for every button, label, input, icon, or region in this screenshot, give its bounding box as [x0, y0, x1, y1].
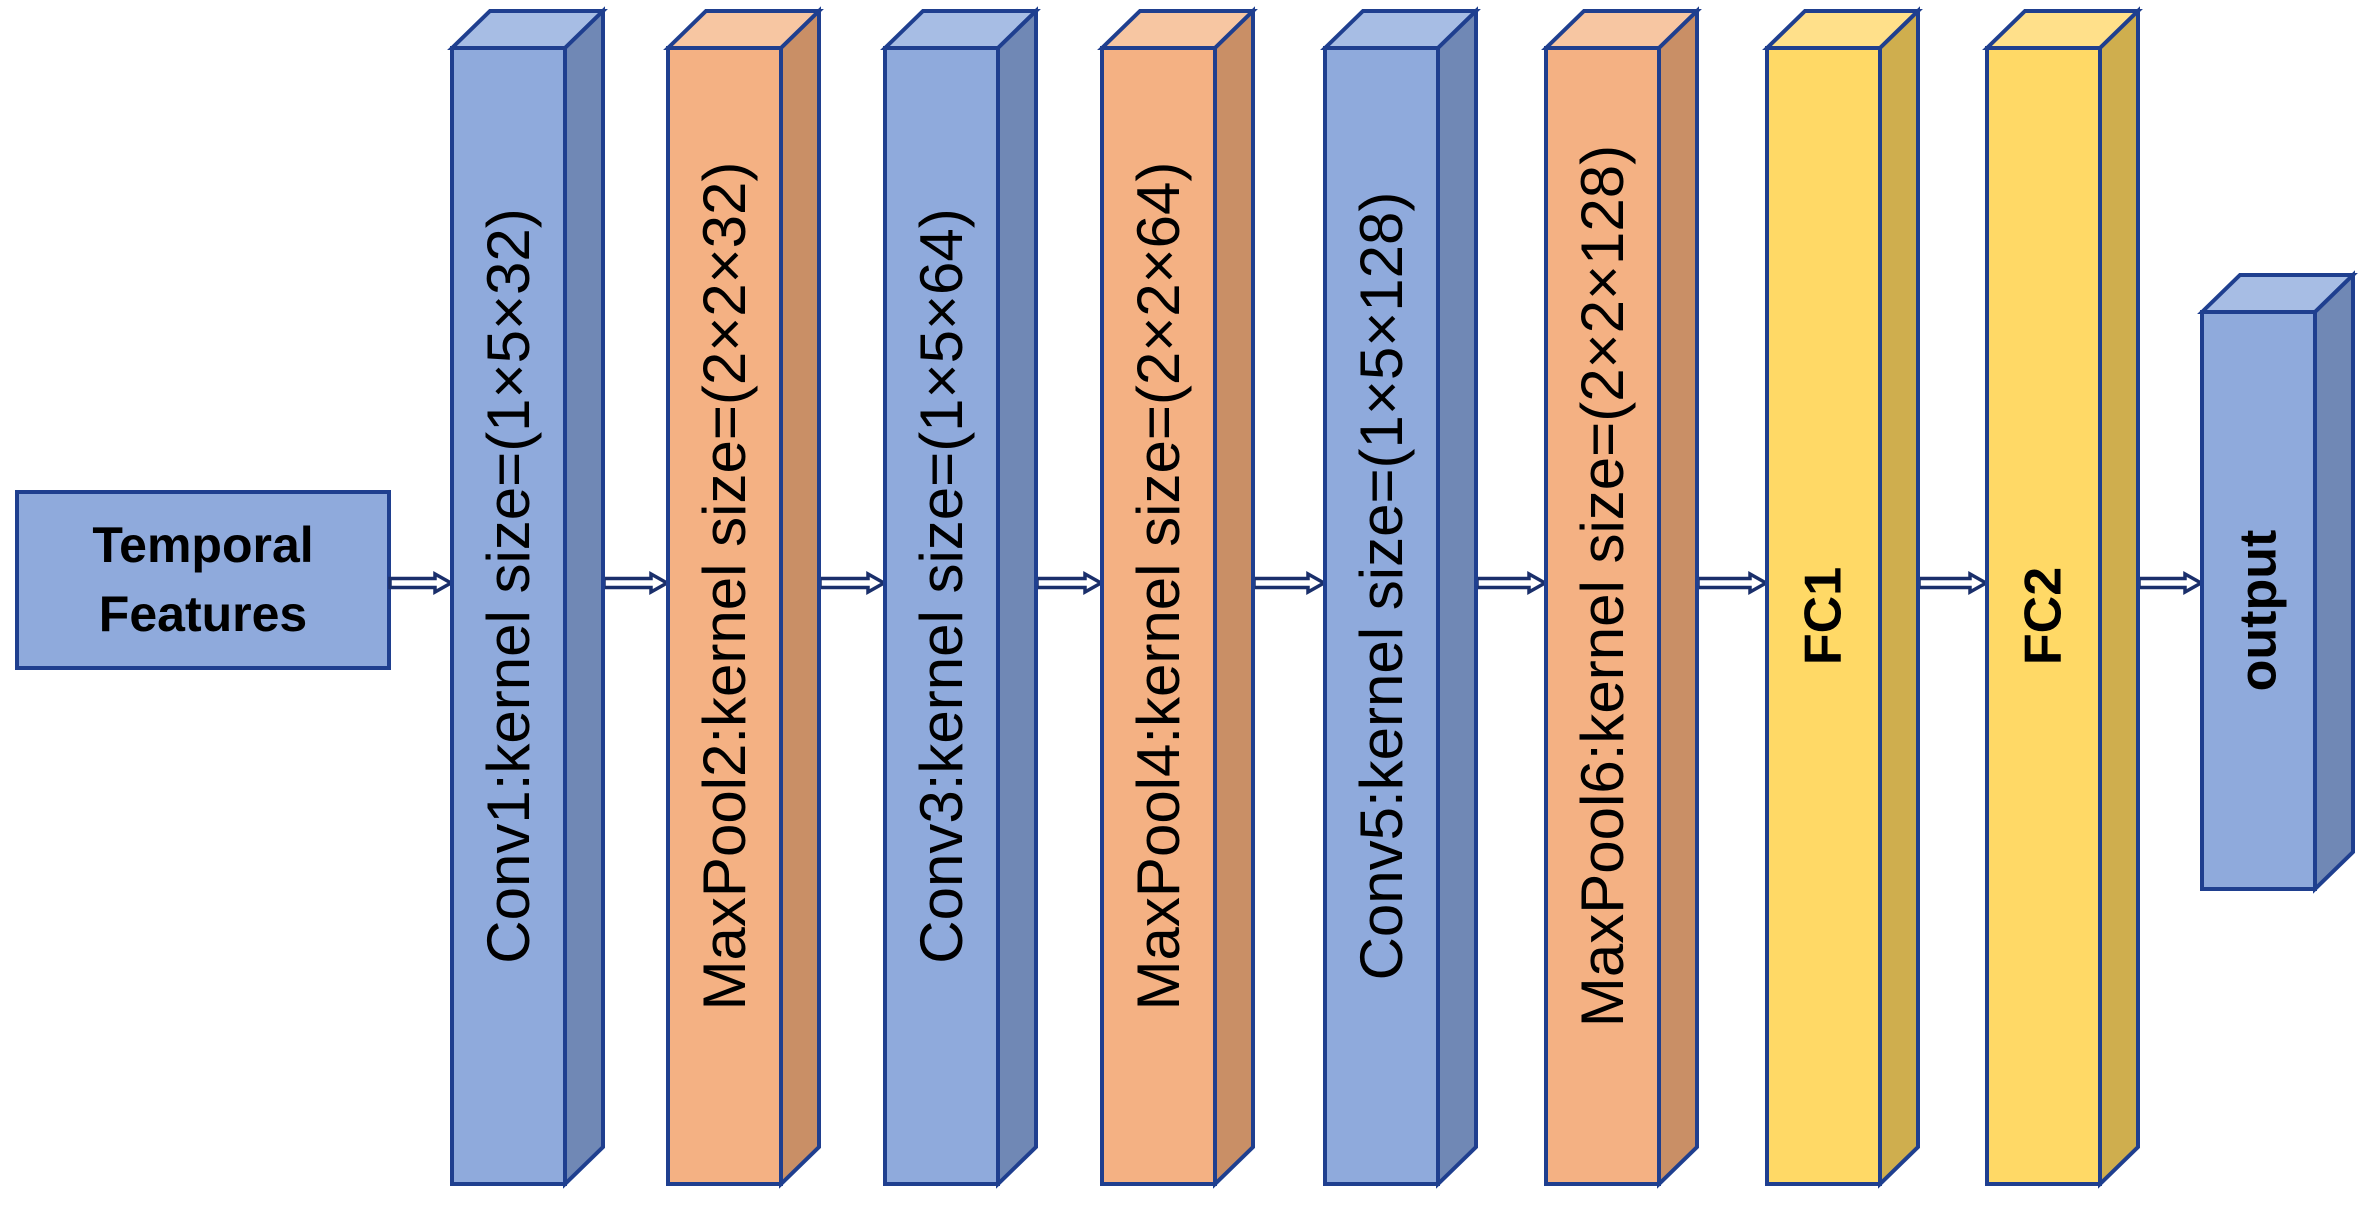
- layer-label-conv1: Conv1:kernel size=(1×5×32): [475, 208, 542, 963]
- arrow-icon-maxpool6-to-fc1: [1696, 571, 1770, 595]
- layer-label-fc1: FC1: [1795, 567, 1853, 665]
- arrow-icon-input-to-conv1: [388, 571, 455, 595]
- input-features-box: Temporal Features: [15, 490, 391, 670]
- block-front-face: [883, 46, 1000, 1186]
- layer-label-fc2: FC2: [2015, 567, 2073, 665]
- block-front-face: [1985, 46, 2102, 1186]
- block-front-face: [666, 46, 783, 1186]
- block-side-face: [1657, 6, 1699, 1189]
- layer-block-conv5: Conv5:kernel size=(1×5×128): [1320, 6, 1481, 1189]
- layer-block-maxpool2: MaxPool2:kernel size=(2×2×32): [663, 6, 824, 1189]
- block-front-face: [2200, 310, 2317, 891]
- arrow-icon-conv3-to-maxpool4: [1035, 571, 1105, 595]
- layer-block-maxpool4: MaxPool4:kernel size=(2×2×64): [1097, 6, 1258, 1189]
- block-side-face: [996, 6, 1038, 1189]
- arrow-icon-conv1-to-maxpool2: [602, 571, 671, 595]
- layer-label-maxpool6: MaxPool6:kernel size=(2×2×128): [1569, 145, 1636, 1027]
- block-side-face: [2098, 6, 2140, 1189]
- block-front-face: [1323, 46, 1440, 1186]
- layer-block-conv1: Conv1:kernel size=(1×5×32): [447, 6, 608, 1189]
- connection-arrows: [388, 571, 2205, 595]
- input-label-line-2: Features: [99, 586, 307, 642]
- arrow-icon-maxpool2-to-conv3: [818, 571, 888, 595]
- layer-block-output: output: [2197, 270, 2358, 894]
- block-front-face: [450, 46, 567, 1186]
- arrow-icon-maxpool4-to-conv5: [1252, 571, 1328, 595]
- block-side-face: [563, 6, 605, 1189]
- block-side-face: [1878, 6, 1920, 1189]
- block-front-face: [1765, 46, 1882, 1186]
- block-side-face: [1436, 6, 1478, 1189]
- layer-block-maxpool6: MaxPool6:kernel size=(2×2×128): [1541, 6, 1702, 1189]
- layer-label-maxpool4: MaxPool4:kernel size=(2×2×64): [1125, 162, 1192, 1011]
- block-side-face: [779, 6, 821, 1189]
- layer-label-maxpool2: MaxPool2:kernel size=(2×2×32): [691, 162, 758, 1011]
- layer-label-conv3: Conv3:kernel size=(1×5×64): [908, 208, 975, 963]
- arrow-icon-conv5-to-maxpool6: [1475, 571, 1549, 595]
- arrow-icon-fc2-to-output: [2137, 571, 2205, 595]
- layer-block-fc2: FC2: [1982, 6, 2143, 1189]
- layer-block-fc1: FC1: [1762, 6, 1923, 1189]
- layer-blocks: Conv1:kernel size=(1×5×32) MaxPool2:kerne…: [447, 6, 2358, 1189]
- block-front-face: [1544, 46, 1661, 1186]
- arrow-icon-fc1-to-fc2: [1917, 571, 1990, 595]
- input-label-line-1: Temporal: [92, 517, 313, 573]
- block-side-face: [1213, 6, 1255, 1189]
- input-features-rect: [15, 490, 391, 670]
- layer-block-conv3: Conv3:kernel size=(1×5×64): [880, 6, 1041, 1189]
- block-side-face: [2313, 270, 2355, 894]
- layer-label-output: output: [2230, 530, 2288, 692]
- layer-label-conv5: Conv5:kernel size=(1×5×128): [1348, 192, 1415, 981]
- block-front-face: [1100, 46, 1217, 1186]
